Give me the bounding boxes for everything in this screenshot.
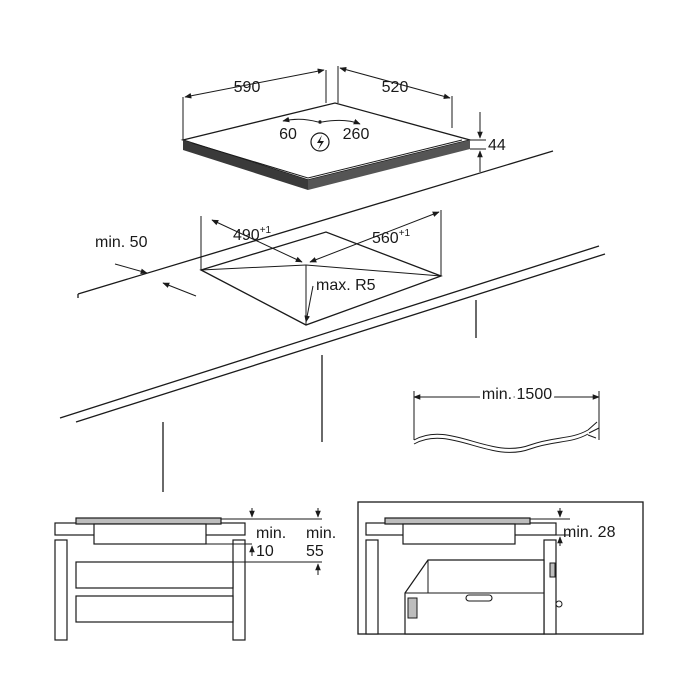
corner-radius-label: max. R5 xyxy=(316,277,376,294)
cutout-depth-value: 560 xyxy=(372,230,399,247)
drawer-clearance-b-line1: min. xyxy=(306,525,336,542)
cutout-depth-tolerance: +1 xyxy=(399,228,411,239)
hob-depth-dimension: 520 xyxy=(337,66,453,128)
hob-height-dimension: 44 xyxy=(470,112,506,172)
hob-width-label: 590 xyxy=(234,79,261,96)
cutout-width-tolerance: +1 xyxy=(260,225,272,236)
cutout-depth-dimension: 560+1 xyxy=(309,210,442,276)
worktop xyxy=(59,150,606,492)
cable-illustration: min. 1500 xyxy=(413,383,600,453)
drawer-clearance-a-line1: min. xyxy=(256,525,286,542)
oven-clearance-label: min. 28 xyxy=(563,524,616,541)
connection-right-label: 260 xyxy=(343,126,370,143)
cutout-depth-label: 560+1 xyxy=(372,228,411,247)
drawer-detail: min. 10 min. 55 xyxy=(54,508,336,641)
cutout-width-value: 490 xyxy=(233,227,260,244)
connection-left-label: 60 xyxy=(279,126,297,143)
hob-depth-label: 520 xyxy=(382,79,409,96)
drawer-clearance-b-line2: 55 xyxy=(306,543,324,560)
hob-height-label: 44 xyxy=(488,137,506,154)
hob-width-dimension: 590 xyxy=(182,68,327,140)
cutout-width-dimension: 490+1 xyxy=(200,216,303,270)
front-clearance-label: min. 50 xyxy=(95,234,148,251)
connection-position: 60 260 xyxy=(279,116,370,152)
corner-radius-callout: max. R5 xyxy=(304,277,376,323)
lightning-bolt-icon xyxy=(310,132,330,152)
drawer-clearance-a-line2: 10 xyxy=(256,543,274,560)
front-clearance-dimension: min. 50 xyxy=(95,234,197,297)
cutout-width-label: 490+1 xyxy=(233,225,272,244)
cable-length-label: min. 1500 xyxy=(482,386,552,403)
oven-detail: min. 28 xyxy=(357,501,644,635)
